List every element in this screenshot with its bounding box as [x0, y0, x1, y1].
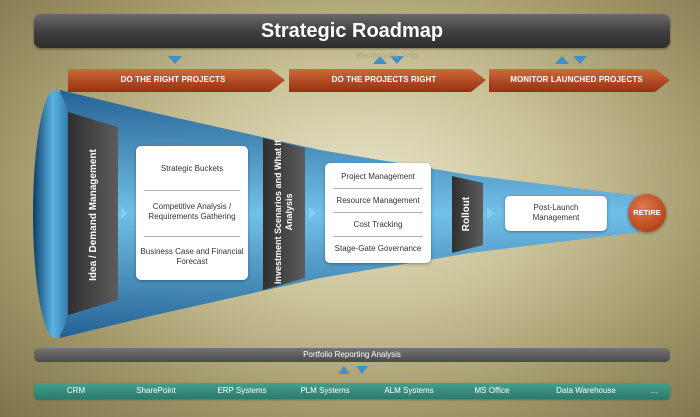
phase-label-2: DO THE PROJECTS RIGHT — [331, 75, 437, 84]
card-divider — [333, 236, 423, 237]
card-item-project-management: Project Management — [341, 172, 415, 181]
phase-arrow-2 — [289, 69, 486, 92]
card-divider — [144, 236, 240, 237]
card-divider — [333, 212, 423, 213]
card-post-launch: Post-Launch Management — [505, 196, 607, 231]
marker-up-icon — [373, 56, 387, 64]
connector-arrow-2 — [309, 207, 316, 219]
phase-label-3: MONITOR LAUNCHED PROJECTS — [510, 75, 643, 84]
rollout-trapezoid — [452, 176, 483, 253]
card-divider — [333, 188, 423, 189]
system-more: ... — [650, 386, 658, 395]
investment-trapezoid — [263, 138, 305, 290]
rollout-stage-label: Rollout — [461, 196, 472, 232]
connector-arrow-3 — [487, 207, 494, 219]
card-item-business-case: Business Case and Financial Forecast — [140, 247, 244, 266]
card-item-competitive-analysis: Competitive Analysis / Requirements Gath… — [148, 202, 236, 221]
idea-stage-label: Idea / Demand Management — [88, 149, 99, 281]
phase-arrow-3 — [489, 69, 670, 92]
marker-up-icon — [555, 56, 569, 64]
marker-down-icon — [168, 56, 182, 64]
funnel-mouth — [33, 90, 77, 338]
system-alm: ALM Systems — [384, 386, 434, 395]
system-ms-office: MS Office — [474, 386, 510, 395]
system-data-warehouse: Data Warehouse — [556, 386, 616, 395]
system-sharepoint: SharePoint — [136, 386, 176, 395]
marker-down-icon — [573, 56, 587, 64]
marker-down-icon — [356, 366, 368, 374]
system-plm: PLM Systems — [300, 386, 350, 395]
connector-arrow-1 — [121, 207, 128, 219]
card-divider — [144, 190, 240, 191]
idea-trapezoid — [68, 112, 118, 315]
card-item-strategic-buckets: Strategic Buckets — [160, 164, 224, 173]
marker-down-icon — [390, 56, 404, 64]
system-crm: CRM — [66, 386, 86, 395]
card-project-execution: Project Management Resource Management C… — [325, 163, 431, 263]
portfolio-reporting-bar: Portfolio Reporting Analysis — [34, 348, 670, 362]
watermark-text: Rectangular Snip — [356, 51, 418, 60]
retire-circle: RETIRE — [628, 194, 666, 232]
page-title: Strategic Roadmap — [34, 14, 670, 48]
card-item-resource-management: Resource Management — [336, 196, 420, 205]
card-item-cost-tracking: Cost Tracking — [353, 220, 403, 229]
marker-up-icon — [338, 366, 350, 374]
phase-label-1: DO THE RIGHT PROJECTS — [120, 75, 226, 84]
investment-stage-label-wrap: Investment Scenarios and What If Analysi… — [244, 132, 324, 292]
card-item-stage-gate: Stage-Gate Governance — [334, 244, 422, 253]
card-item-post-launch: Post-Launch Management — [532, 203, 580, 222]
phase-arrow-1 — [68, 69, 285, 92]
system-erp: ERP Systems — [217, 386, 267, 395]
systems-bar: CRM SharePoint ERP Systems PLM Systems A… — [34, 383, 670, 399]
card-portfolio-planning: Strategic Buckets Competitive Analysis /… — [136, 146, 248, 280]
investment-stage-label: Investment Scenarios and What If Analysi… — [273, 139, 294, 285]
